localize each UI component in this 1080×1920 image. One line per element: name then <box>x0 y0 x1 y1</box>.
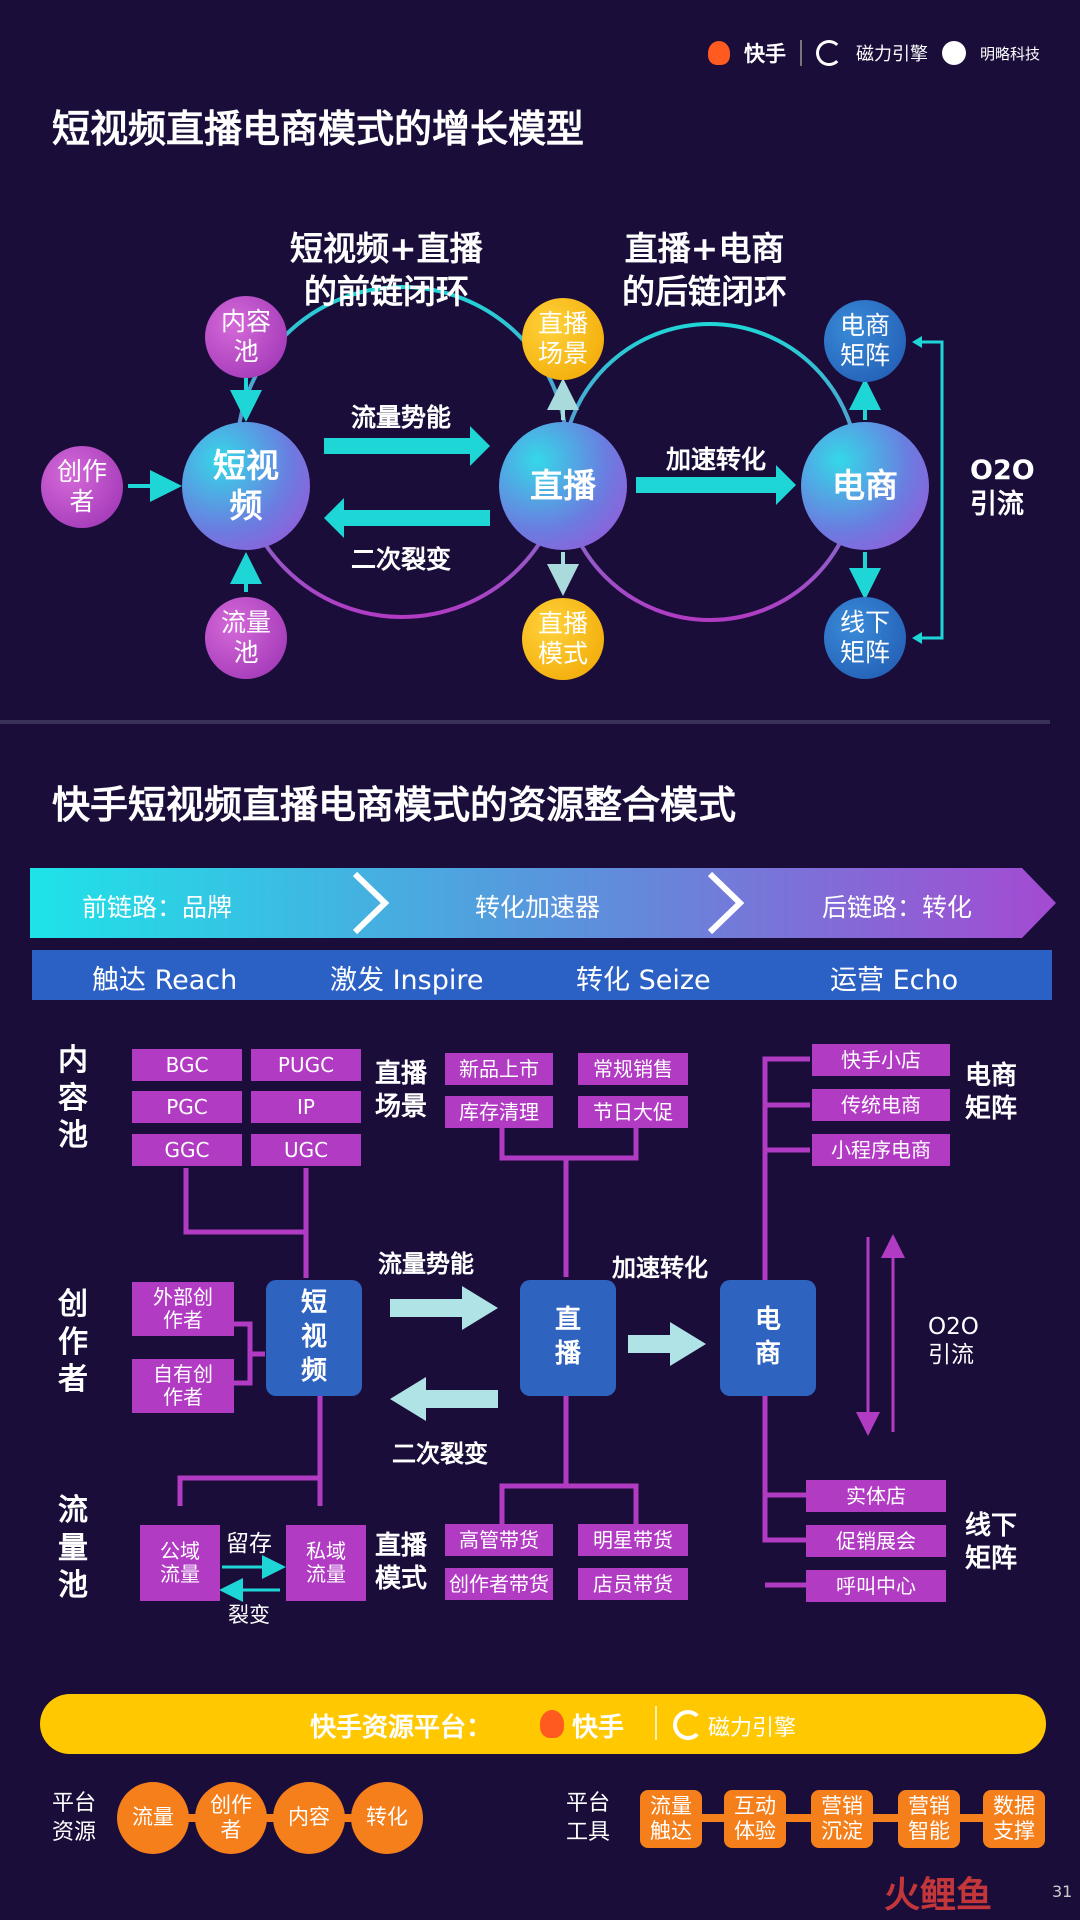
stages-bar <box>32 950 1052 1000</box>
label-traffic-momentum: 流量势能 <box>378 1250 474 1278</box>
right-loop-label: 直播+电商 的后链闭环 <box>622 229 787 311</box>
resource-content: 内容 <box>273 1782 345 1854</box>
mode-celebrity: 明星带货 <box>578 1524 688 1556</box>
content-ip: IP <box>251 1091 361 1123</box>
arrow-label-accelerate: 加速转化 <box>666 445 767 474</box>
mode-creator: 创作者带货 <box>445 1568 553 1600</box>
node-short-video: 短视 频 <box>182 422 310 550</box>
content-ugc: UGC <box>251 1134 361 1166</box>
label-live-mode: 直播 模式 <box>375 1531 428 1594</box>
ecom-traditional: 传统电商 <box>812 1089 950 1121</box>
stage-seize: 转化 Seize <box>576 965 711 996</box>
platform-label: 快手资源平台： <box>310 1713 493 1743</box>
node-live-mode: 直播 模式 <box>522 598 604 680</box>
node-live-scene: 直播 场景 <box>522 298 604 380</box>
ecom-kuaishou-store: 快手小店 <box>812 1044 950 1076</box>
label-ecom-matrix: 电商 矩阵 <box>965 1061 1018 1124</box>
resources-label: 平台 资源 <box>52 1791 97 1845</box>
resource-conversion: 转化 <box>351 1782 423 1854</box>
section-divider <box>0 720 1050 724</box>
banner-back-chain: 后链路：转化 <box>822 893 973 922</box>
banner-background <box>30 868 1056 938</box>
stage-reach: 触达 Reach <box>92 965 238 996</box>
resource-connector-lines <box>177 1056 905 1602</box>
ecom-miniprogram: 小程序电商 <box>812 1134 950 1166</box>
label-secondary-fission: 二次裂变 <box>392 1440 488 1468</box>
banner-accelerator: 转化加速器 <box>475 893 601 922</box>
node-ecommerce: 电商 <box>801 422 929 550</box>
scene-new-launch: 新品上市 <box>445 1053 553 1085</box>
platform-brand-cili: 磁力引擎 <box>708 1716 797 1741</box>
content-ggc: GGC <box>132 1134 242 1166</box>
mode-executive: 高管带货 <box>445 1524 553 1556</box>
kuaishou-logo-icon <box>707 41 730 65</box>
private-traffic: 私域 流量 <box>286 1525 366 1601</box>
scene-festival: 节日大促 <box>578 1096 688 1128</box>
node-traffic-pool: 流量 池 <box>205 597 287 679</box>
node-live: 直播 <box>499 422 627 550</box>
mingluo-logo-icon <box>941 41 966 65</box>
left-loop-label: 短视频+直播 的前链闭环 <box>290 229 483 311</box>
node-offline-matrix: 线下 矩阵 <box>824 597 906 679</box>
label-accelerate: 加速转化 <box>612 1254 708 1282</box>
content-pugc: PUGC <box>251 1049 361 1081</box>
platform-cili-icon <box>673 1710 703 1740</box>
platform-kuaishou-icon <box>540 1710 564 1738</box>
label-content-pool: 内 容 池 <box>58 1043 88 1153</box>
cili-logo-icon <box>815 40 842 66</box>
stage-echo: 运营 Echo <box>830 965 959 996</box>
block-live: 直 播 <box>520 1280 616 1396</box>
label-o2o: O2O 引流 <box>928 1314 979 1368</box>
node-ecom-matrix: 电商 矩阵 <box>824 300 906 382</box>
node-creator: 创作 者 <box>41 446 123 528</box>
node-content-pool: 内容 池 <box>205 296 287 378</box>
offline-callcenter: 呼叫中心 <box>806 1570 946 1602</box>
banner-front-chain: 前链路：品牌 <box>82 893 233 922</box>
content-pgc: PGC <box>132 1091 242 1123</box>
arrow-label-traffic-momentum: 流量势能 <box>351 403 452 432</box>
label-traffic-pool: 流 量 池 <box>58 1493 88 1603</box>
creator-own: 自有创 作者 <box>132 1359 234 1413</box>
platform-divider <box>655 1706 657 1740</box>
label-retain: 留存 <box>226 1531 272 1557</box>
section2-title: 快手短视频直播电商模式的资源整合模式 <box>52 783 737 827</box>
brand-cili: 磁力引擎 <box>855 44 928 65</box>
label-fission: 裂变 <box>228 1603 270 1627</box>
offline-expo: 促销展会 <box>806 1525 946 1557</box>
watermark: 火鲤鱼 <box>884 1875 993 1916</box>
tools-label: 平台 工具 <box>566 1791 611 1845</box>
creator-external: 外部创 作者 <box>132 1282 234 1336</box>
public-traffic: 公域 流量 <box>140 1525 220 1601</box>
section1-title: 短视频直播电商模式的增长模型 <box>52 107 585 151</box>
resource-traffic: 流量 <box>117 1782 189 1854</box>
tool-data-support: 数据 支撑 <box>983 1790 1045 1848</box>
o2o-label: O2O 引流 <box>970 455 1035 520</box>
block-short-video: 短 视 频 <box>266 1280 362 1396</box>
tool-marketing-ai: 营销 智能 <box>898 1790 960 1848</box>
label-live-scene: 直播 场景 <box>375 1059 428 1122</box>
resource-creator: 创作 者 <box>195 1782 267 1854</box>
scene-regular-sale: 常规销售 <box>578 1053 688 1085</box>
content-bgc: BGC <box>132 1049 242 1081</box>
page-number: 31 <box>1052 1882 1073 1901</box>
block-ecommerce: 电 商 <box>720 1280 816 1396</box>
arrow-label-secondary-fission: 二次裂变 <box>351 545 452 574</box>
header-logos: 快手 磁力引擎 明略科技 <box>707 38 1040 68</box>
brand-mingluo: 明略科技 <box>979 44 1040 63</box>
tool-traffic-reach: 流量 触达 <box>640 1790 702 1848</box>
stage-inspire: 激发 Inspire <box>330 965 484 996</box>
scene-clearance: 库存清理 <box>445 1096 553 1128</box>
tool-marketing-retention: 营销 沉淀 <box>811 1790 873 1848</box>
brand-kuaishou: 快手 <box>743 42 786 66</box>
tool-interactive: 互动 体验 <box>724 1790 786 1848</box>
label-creator: 创 作 者 <box>58 1287 88 1397</box>
mode-clerk: 店员带货 <box>578 1568 688 1600</box>
label-offline-matrix: 线下 矩阵 <box>965 1511 1018 1574</box>
growth-model-lines <box>128 285 944 644</box>
divider <box>799 40 802 66</box>
platform-brand-kuaishou: 快手 <box>572 1713 625 1743</box>
offline-store: 实体店 <box>806 1480 946 1512</box>
